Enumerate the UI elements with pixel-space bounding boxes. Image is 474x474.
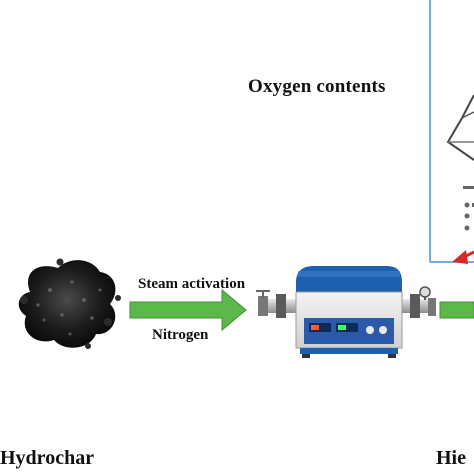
process-arrow-icon [439,301,474,319]
hydrochar-particle-image [18,258,121,349]
chemical-structure-panel [429,0,474,264]
oxygen-contents-title: Oxygen contents [248,76,386,97]
hydrochar-label: Hydrochar [0,447,95,469]
red-arrow-icon [452,250,474,264]
process-arrow-icon [129,288,247,332]
nitrogen-label: Nitrogen [152,327,209,343]
tube-furnace-image [256,266,436,358]
product-label-partial: Hie [436,447,466,469]
steam-activation-label: Steam activation [138,276,246,292]
